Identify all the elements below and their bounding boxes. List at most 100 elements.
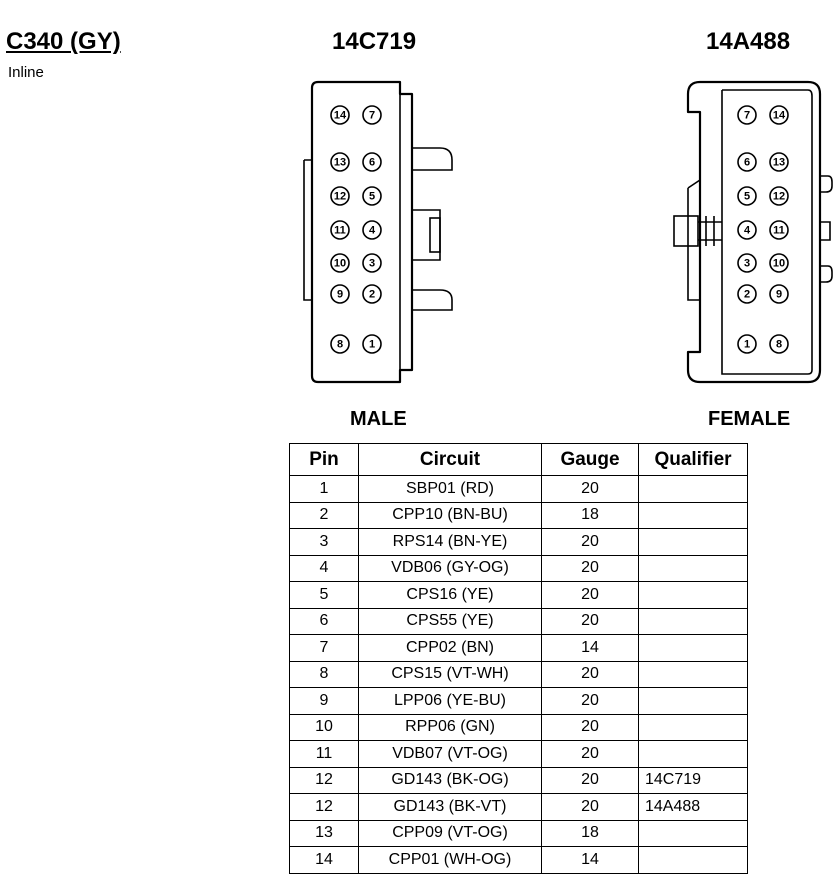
pin-number: 11 bbox=[334, 225, 346, 237]
pin-marker: 6 bbox=[362, 152, 382, 172]
pin-number: 13 bbox=[334, 157, 346, 169]
circuit-cell: CPS16 (YE) bbox=[358, 581, 542, 609]
pin-marker: 6 bbox=[737, 152, 757, 172]
gauge-cell: 14 bbox=[541, 846, 639, 874]
qualifier-cell bbox=[638, 846, 748, 874]
gauge-cell: 20 bbox=[541, 713, 639, 741]
pin-cell: 8 bbox=[289, 660, 359, 688]
pin-marker: 10 bbox=[769, 253, 789, 273]
pin-cell: 13 bbox=[289, 819, 359, 847]
pin-number: 14 bbox=[334, 110, 347, 122]
pin-marker: 3 bbox=[362, 253, 382, 273]
qualifier-cell bbox=[638, 475, 748, 503]
female-label: FEMALE bbox=[708, 408, 791, 430]
pin-marker: 13 bbox=[769, 152, 789, 172]
qualifier-cell: 14C719 bbox=[638, 766, 748, 794]
pin-number: 1 bbox=[369, 339, 375, 351]
pin-number: 8 bbox=[337, 339, 343, 351]
qualifier-cell bbox=[638, 528, 748, 556]
pin-marker: 2 bbox=[362, 284, 382, 304]
pin-circle bbox=[769, 253, 789, 273]
pin-circle bbox=[330, 105, 350, 125]
gauge-cell: 18 bbox=[541, 501, 639, 529]
pin-circle bbox=[769, 186, 789, 206]
qualifier-cell bbox=[638, 660, 748, 688]
pin-number: 7 bbox=[744, 110, 750, 122]
gauge-cell: 20 bbox=[541, 740, 639, 768]
pin-circle bbox=[362, 334, 382, 354]
header-pin: Pin bbox=[289, 443, 359, 476]
pin-marker: 4 bbox=[362, 220, 382, 240]
pin-marker: 9 bbox=[769, 284, 789, 304]
pin-circle bbox=[769, 334, 789, 354]
gauge-cell: 20 bbox=[541, 687, 639, 715]
circuit-cell: VDB06 (GY-OG) bbox=[358, 554, 542, 582]
qualifier-cell bbox=[638, 713, 748, 741]
pin-marker: 7 bbox=[737, 105, 757, 125]
pin-number: 8 bbox=[776, 339, 782, 351]
gauge-cell: 20 bbox=[541, 554, 639, 582]
pin-number: 5 bbox=[369, 191, 375, 203]
female-connector-outline bbox=[673, 80, 833, 384]
pin-marker: 1 bbox=[737, 334, 757, 354]
circuit-cell: RPS14 (BN-YE) bbox=[358, 528, 542, 556]
header-qualifier: Qualifier bbox=[638, 443, 748, 476]
pin-circle bbox=[737, 284, 757, 304]
gauge-cell: 20 bbox=[541, 766, 639, 794]
gauge-cell: 20 bbox=[541, 528, 639, 556]
pin-marker: 11 bbox=[769, 220, 789, 240]
pin-marker: 14 bbox=[330, 105, 350, 125]
circuit-cell: SBP01 (RD) bbox=[358, 475, 542, 503]
pin-cell: 5 bbox=[289, 581, 359, 609]
pin-marker: 4 bbox=[737, 220, 757, 240]
male-connector-outline bbox=[303, 80, 453, 384]
pin-number: 9 bbox=[337, 289, 343, 301]
pin-number: 12 bbox=[334, 191, 346, 203]
pin-cell: 14 bbox=[289, 846, 359, 874]
circuit-cell: GD143 (BK-VT) bbox=[358, 793, 542, 821]
pin-number: 10 bbox=[773, 258, 785, 270]
gauge-cell: 20 bbox=[541, 793, 639, 821]
circuit-cell: GD143 (BK-OG) bbox=[358, 766, 542, 794]
pin-number: 2 bbox=[744, 289, 750, 301]
gauge-cell: 20 bbox=[541, 607, 639, 635]
pin-number: 7 bbox=[369, 110, 375, 122]
pin-marker: 5 bbox=[362, 186, 382, 206]
qualifier-cell bbox=[638, 581, 748, 609]
circuit-cell: VDB07 (VT-OG) bbox=[358, 740, 542, 768]
pin-number: 3 bbox=[369, 258, 375, 270]
pin-circle bbox=[769, 284, 789, 304]
male-label: MALE bbox=[350, 408, 407, 430]
pin-circle bbox=[737, 253, 757, 273]
pin-number: 1 bbox=[744, 339, 750, 351]
qualifier-cell bbox=[638, 634, 748, 662]
pin-circle bbox=[737, 105, 757, 125]
pin-cell: 4 bbox=[289, 554, 359, 582]
pin-number: 2 bbox=[369, 289, 375, 301]
qualifier-cell bbox=[638, 554, 748, 582]
qualifier-cell bbox=[638, 607, 748, 635]
pin-marker: 3 bbox=[737, 253, 757, 273]
qualifier-cell bbox=[638, 819, 748, 847]
pin-circle bbox=[362, 105, 382, 125]
pin-circle bbox=[769, 220, 789, 240]
pin-circle bbox=[330, 253, 350, 273]
circuit-cell: CPP02 (BN) bbox=[358, 634, 542, 662]
pin-cell: 7 bbox=[289, 634, 359, 662]
male-part-number: 14C719 bbox=[332, 28, 417, 55]
gauge-cell: 20 bbox=[541, 581, 639, 609]
